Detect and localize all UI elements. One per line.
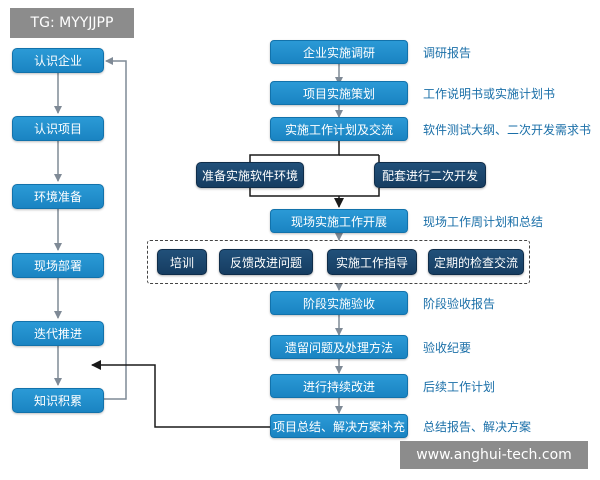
main-step-4: 现场实施工作开展 [270,209,408,233]
output-5: 阶段验收报告 [423,296,496,311]
activity-4: 定期的检查交流 [428,249,524,275]
left-step-6: 知识积累 [12,388,104,413]
watermark-bottom: www.anghui-tech.com [400,441,588,469]
output-6: 验收纪要 [423,340,472,355]
activity-1: 培训 [157,249,207,275]
left-step-4: 现场部署 [12,253,104,278]
left-step-3: 环境准备 [12,184,104,209]
branch-merge [249,188,380,197]
activities-group [147,240,530,284]
main-step-7: 进行持续改进 [270,374,408,398]
main-step-6: 遗留问题及处理方法 [270,335,408,359]
branch-left-box: 准备实施软件环境 [196,162,304,188]
output-3: 软件测试大纲、二次开发需求书 [423,122,592,137]
main-step-8: 项目总结、解决方案补充 [270,414,408,438]
branch-right-box: 配套进行二次开发 [374,162,486,188]
knowledge-feedback-arrow [91,360,270,428]
main-step-5: 阶段实施验收 [270,291,408,315]
output-7: 后续工作计划 [423,379,496,394]
output-2: 工作说明书或实施计划书 [423,86,556,101]
left-step-5: 迭代推进 [12,321,104,346]
activity-3: 实施工作指导 [327,249,417,275]
main-step-2: 项目实施策划 [270,81,408,105]
left-step-2: 认识项目 [12,116,104,141]
watermark-top: TG: MYYJJPP [10,8,134,38]
main-step-1: 企业实施调研 [270,40,408,64]
feedback-loop-arrow [104,57,127,400]
activity-2: 反馈改进问题 [219,249,313,275]
left-step-1: 认识企业 [12,48,104,73]
main-step-3: 实施工作计划及交流 [270,117,408,141]
output-8: 总结报告、解决方案 [423,419,532,434]
branch-split [249,141,340,163]
output-4: 现场工作周计划和总结 [423,214,544,229]
output-1: 调研报告 [423,45,472,60]
